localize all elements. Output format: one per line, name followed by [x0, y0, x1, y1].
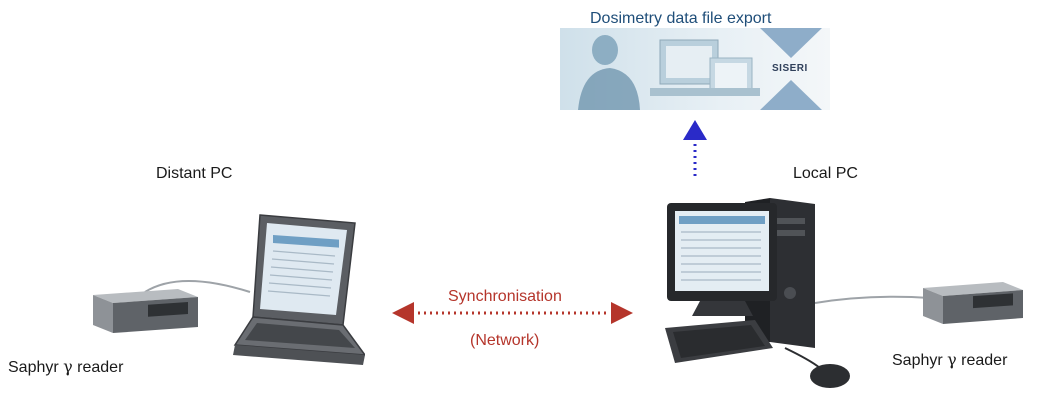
- right-reader-label: Saphyr γ reader: [892, 350, 1007, 370]
- sync-label: Synchronisation: [448, 288, 562, 305]
- left-saphyr-reader-image: [93, 289, 198, 333]
- export-title: Dosimetry data file export: [590, 10, 772, 27]
- local-pc-label: Local PC: [793, 165, 858, 182]
- laptop-image: [233, 214, 365, 365]
- right-saphyr-reader-image: [923, 282, 1023, 324]
- export-banner-image: [560, 28, 830, 110]
- left-reader-cable: [144, 280, 251, 293]
- siseri-logo-text: SISERI: [772, 63, 808, 74]
- left-reader-word: reader: [72, 359, 124, 376]
- upload-arrow: [683, 120, 707, 178]
- right-reader-cable: [815, 295, 931, 304]
- distant-pc-label: Distant PC: [156, 165, 233, 182]
- desktop-pc-image: [665, 198, 850, 388]
- right-reader-gamma-symbol: γ: [947, 350, 957, 369]
- right-reader-name: Saphyr: [892, 352, 948, 369]
- right-reader-word: reader: [956, 352, 1008, 369]
- left-reader-name: Saphyr: [8, 359, 64, 376]
- left-reader-label: Saphyr γ reader: [8, 357, 123, 377]
- sync-arrow: [392, 302, 633, 324]
- left-reader-gamma-symbol: γ: [63, 357, 73, 376]
- network-label: (Network): [470, 332, 540, 349]
